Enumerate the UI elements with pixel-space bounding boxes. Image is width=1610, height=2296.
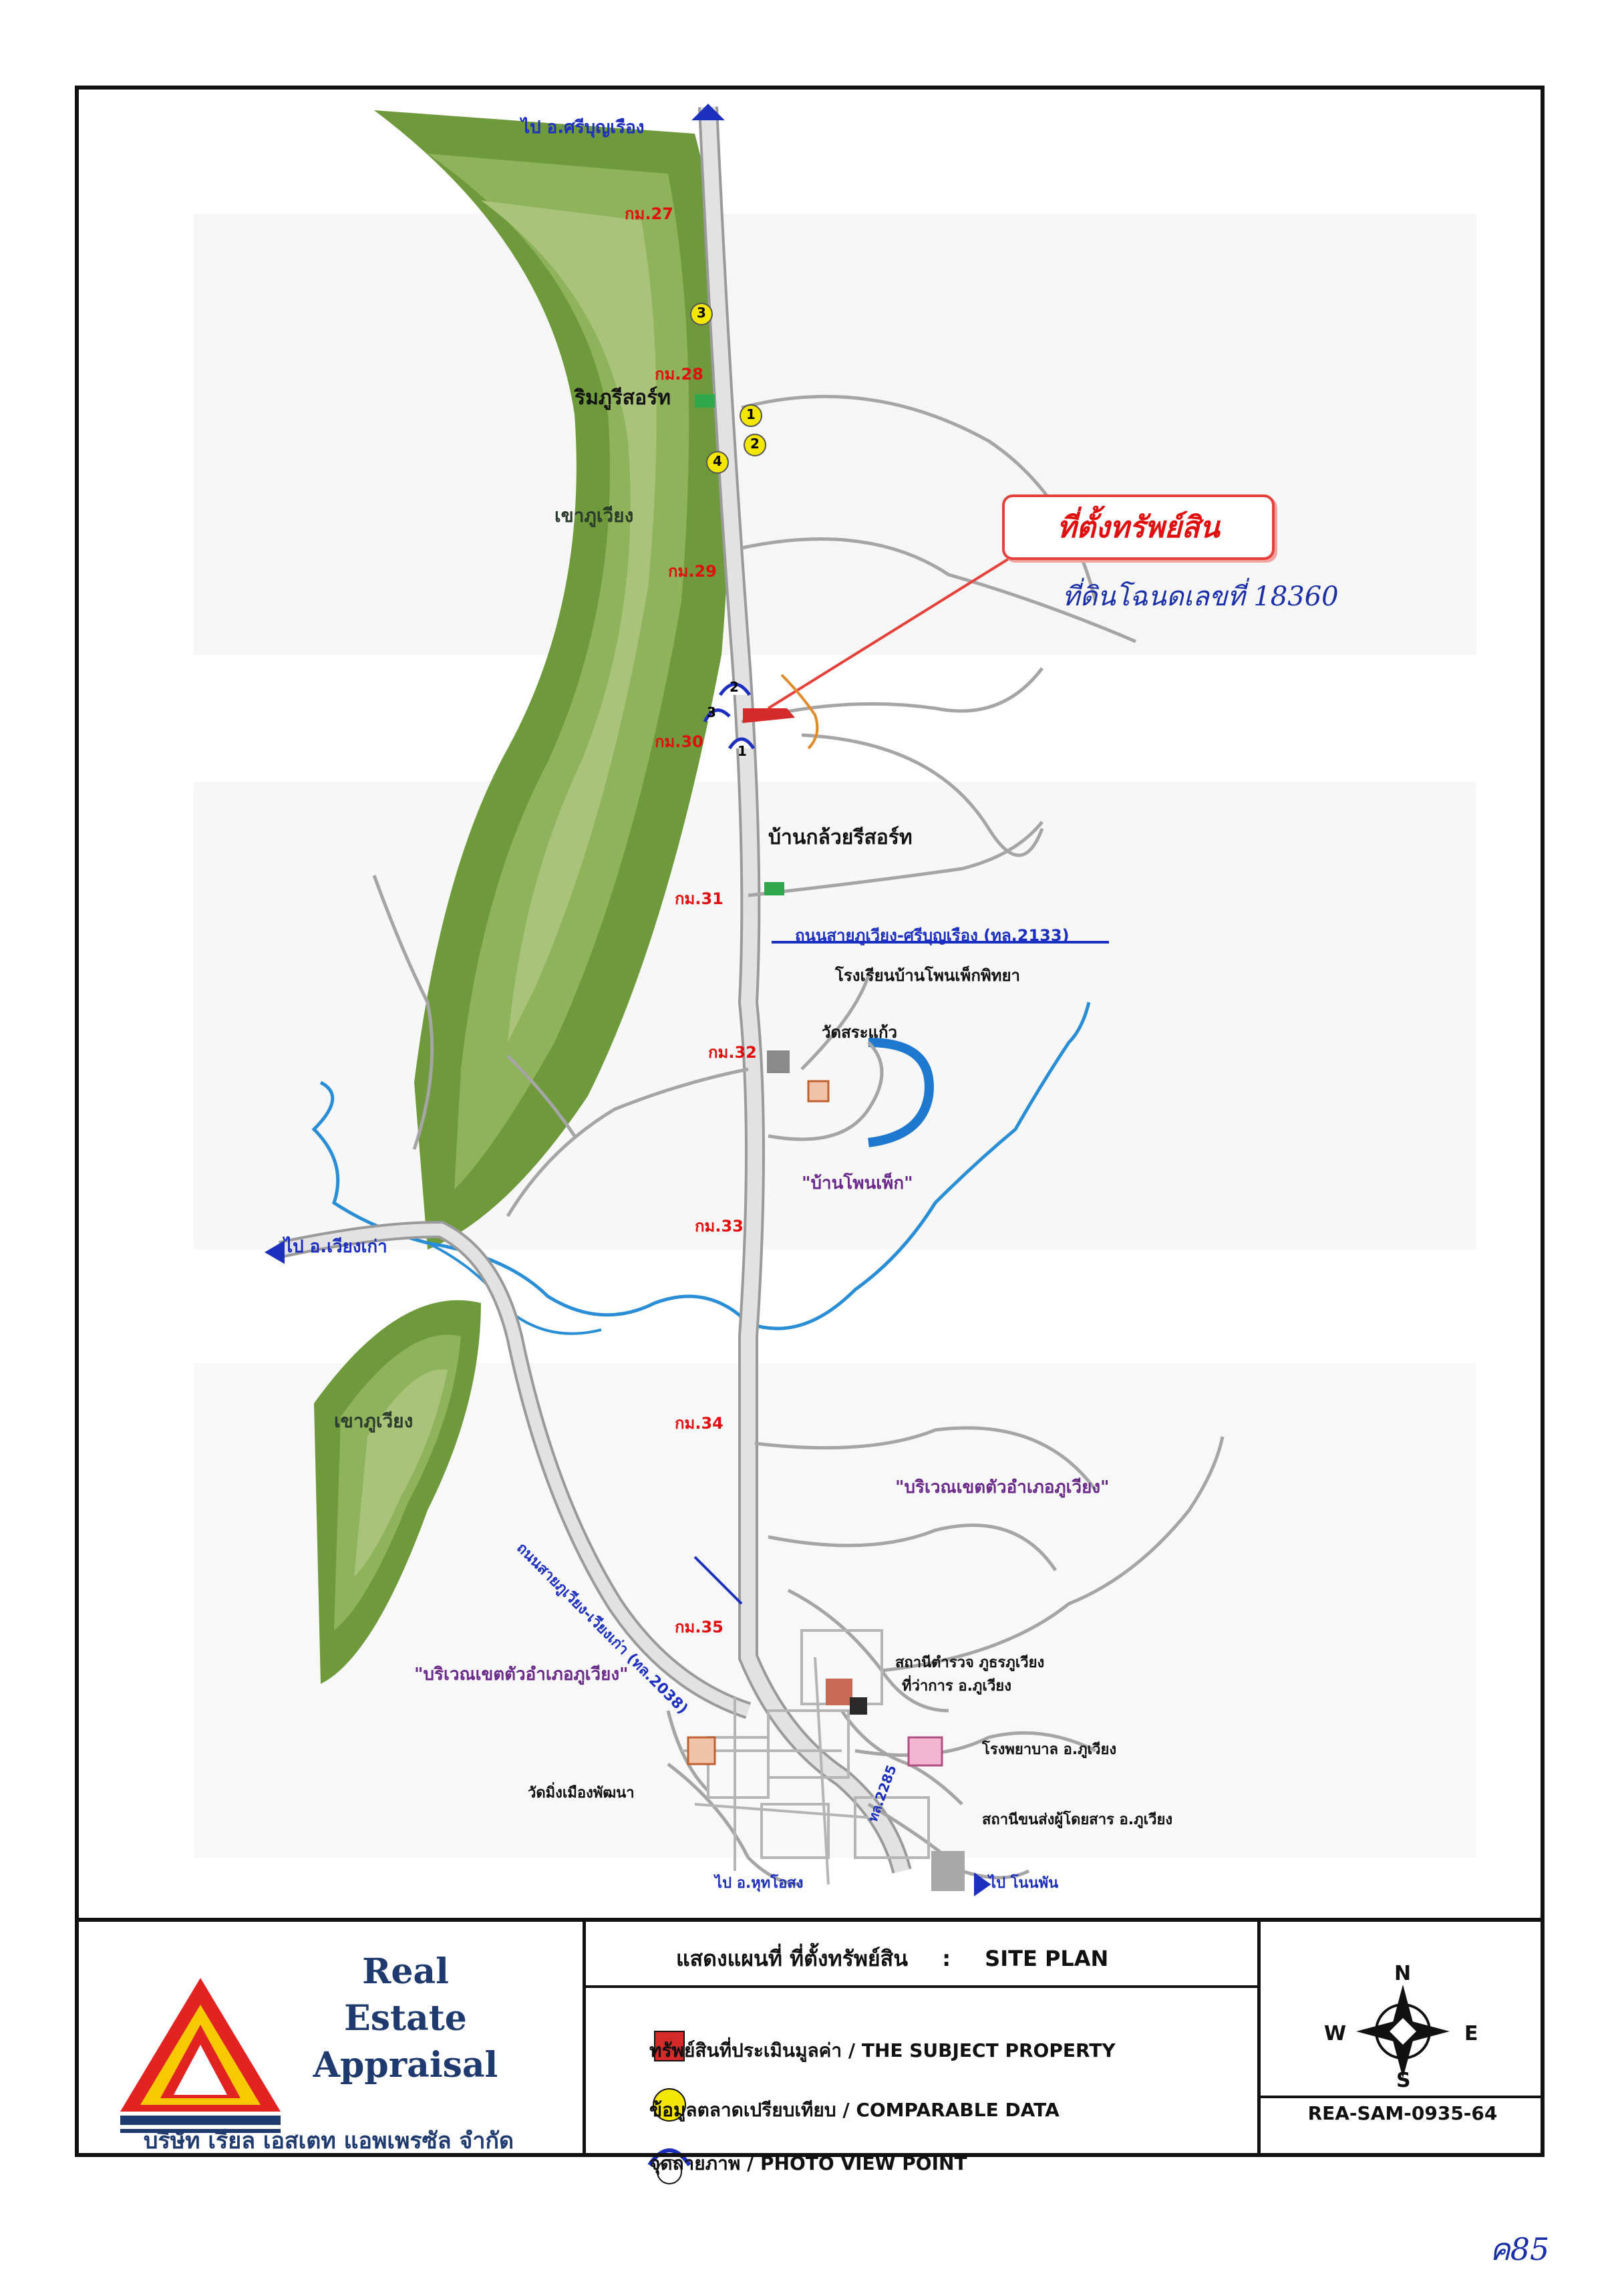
- view-point-2-number: 2: [730, 679, 739, 695]
- label-district-area-1: "บริเวณเขตตัวอำเภอภูเวียง": [895, 1477, 1110, 1497]
- km-34: กม.34: [675, 1414, 723, 1433]
- comparable-1-number: 1: [746, 406, 756, 422]
- label-district-office: ที่ว่าการ อ.ภูเวียง: [902, 1678, 1011, 1695]
- label-rim-phu-resort: ริมภูรีสอร์ท: [575, 386, 671, 410]
- label-phon-phek-school: โรงเรียนบ้านโพนเพ็กพิทยา: [835, 966, 1021, 985]
- label-to-sriboonruang: ไป อ.ศรีบุญเรือง: [521, 118, 645, 138]
- label-wat-sa-kaeo: วัดสระแก้ว: [822, 1023, 897, 1042]
- km-33: กม.33: [695, 1217, 744, 1236]
- legend-bar: Real Estate Appraisal บริษัท เรียล เอสเต…: [75, 1918, 1545, 2174]
- company-logo: [120, 1978, 281, 2133]
- label-khao-phu-wiang-2: เขาภูเวียง: [334, 1410, 414, 1432]
- label-district-area-2: "บริเวณเขตตัวอำเภอภูเวียง": [414, 1665, 629, 1685]
- view-point-3-number: 3: [707, 704, 716, 720]
- label-police-station: สถานีตำรวจ ภูธรภูเวียง: [895, 1655, 1045, 1671]
- label-to-phu-khiao: ไป อ.หุทโอสง: [715, 1875, 804, 1892]
- legend-subject-swatch: [654, 2031, 685, 2061]
- river: [311, 1002, 1091, 1330]
- bus-station-icon: [931, 1851, 965, 1891]
- label-to-wiang-kao: ไป อ.เวียงเก่า: [284, 1237, 387, 1257]
- comparable-3: [690, 303, 713, 325]
- plan-title: แสดงแผนที่ ที่ตั้งทรัพย์สิน : SITE PLAN: [676, 1946, 1109, 1971]
- km-29: กม.29: [668, 562, 717, 581]
- map-frame: [75, 86, 1545, 2157]
- document-number: REA-SAM-0935-64: [1307, 2102, 1498, 2124]
- km-32: กม.32: [708, 1043, 757, 1062]
- company-name: Real Estate Appraisal: [313, 1951, 498, 2086]
- label-khao-phu-wiang-1: เขาภูเวียง: [554, 505, 634, 527]
- view-point-1-number: 1: [738, 743, 747, 759]
- police-station-icon: [826, 1679, 852, 1705]
- comparable-markers: [690, 303, 766, 474]
- wat-mueang-phatthana-icon: [687, 1736, 716, 1765]
- comparable-4: [706, 451, 729, 474]
- view-point-3: [703, 708, 731, 723]
- company-thai-name: บริษัท เรียล เอสเตท แอพเพรซัล จำกัด: [143, 2128, 514, 2154]
- comparable-4-number: 4: [713, 453, 722, 469]
- page-mark: ค85: [1490, 2231, 1550, 2267]
- label-to-non-phan: ไป โนนพัน: [989, 1875, 1059, 1892]
- comparable-3-number: 3: [697, 305, 706, 321]
- km-28: กม.28: [655, 365, 703, 384]
- label-hospital: โรงพยาบาล อ.ภูเวียง: [982, 1741, 1117, 1758]
- wat-sa-kaeo-icon: [807, 1080, 830, 1103]
- comparable-2-number: 2: [750, 436, 760, 452]
- compass-e: E: [1464, 2022, 1478, 2045]
- view-point-1: [728, 737, 756, 750]
- rim-phu-resort-icon: [695, 394, 715, 408]
- school-icon: [767, 1050, 790, 1073]
- km-27: กม.27: [625, 204, 673, 223]
- district-office-icon: [850, 1697, 867, 1715]
- label-ban-kluai-resort: บ้านกล้วยรีสอร์ท: [768, 826, 913, 849]
- legend-viewpoint-swatch: [647, 2148, 691, 2166]
- compass-s: S: [1396, 2069, 1411, 2092]
- comparable-1: [740, 404, 762, 427]
- hospital-icon: [907, 1736, 943, 1767]
- ban-kluai-resort-icon: [764, 882, 784, 895]
- subject-property-marker: [743, 708, 795, 723]
- label-ban-phon-phek: "บ้านโพนเพ็ก": [802, 1173, 913, 1193]
- km-35: กม.35: [675, 1618, 723, 1636]
- label-bus-station: สถานีขนส่งผู้โดยสาร อ.ภูเวียง: [982, 1812, 1173, 1828]
- handwritten-deed-note: ที่ดินโฉนดเลขที่ 18360: [1062, 581, 1339, 612]
- compass-rose: [1356, 1985, 1450, 2078]
- photo-view-points: [703, 682, 756, 750]
- lake-wat-sa-kaeo: [868, 1038, 934, 1147]
- legend-comparable-swatch: [653, 2088, 686, 2122]
- km-30: กม.30: [655, 732, 703, 751]
- km-31: กม.31: [675, 889, 723, 908]
- compass-n: N: [1394, 1962, 1412, 1985]
- comparable-2: [744, 434, 766, 456]
- label-wat-mueang-phatthana: วัดมิ่งเมืองพัฒนา: [528, 1785, 635, 1802]
- subject-location-callout: ที่ตั้งทรัพย์สิน: [1002, 494, 1275, 560]
- label-road-2133: ถนนสายภูเวียง-ศรีบุญเรือง (ทล.2133): [795, 926, 1070, 945]
- compass-w: W: [1324, 2022, 1347, 2045]
- view-point-2: [718, 682, 752, 696]
